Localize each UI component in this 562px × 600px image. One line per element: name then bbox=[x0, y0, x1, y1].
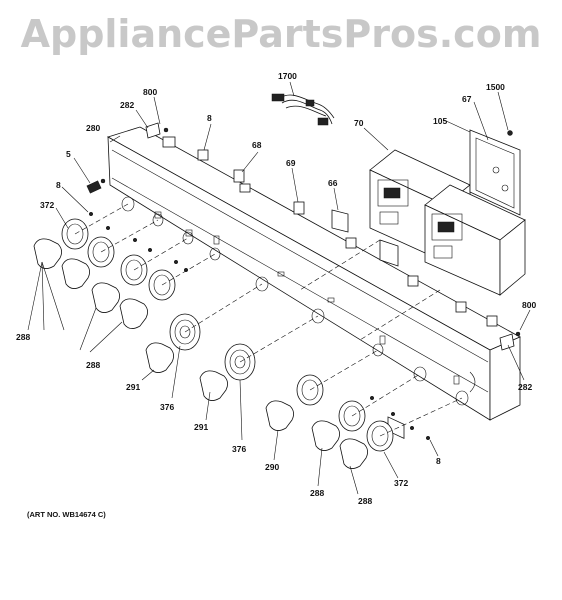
callout-372-right: 372 bbox=[394, 478, 408, 488]
callout-291-right: 291 bbox=[194, 422, 208, 432]
callout-8-left: 8 bbox=[56, 180, 61, 190]
callout-288-bottom-a: 288 bbox=[310, 488, 324, 498]
igniter-5[interactable] bbox=[86, 178, 106, 194]
watermark: AppliancePartsPros.com bbox=[20, 12, 542, 56]
screws-8[interactable] bbox=[88, 211, 431, 441]
callout-68: 68 bbox=[252, 140, 262, 150]
callout-288-left: 288 bbox=[16, 332, 30, 342]
callout-288-bottom-b: 288 bbox=[358, 496, 372, 506]
callout-290: 290 bbox=[265, 462, 279, 472]
leader-lines bbox=[27, 81, 531, 495]
callout-291-left: 291 bbox=[126, 382, 140, 392]
callout-8-top: 8 bbox=[207, 113, 212, 123]
bracket-282-right[interactable] bbox=[499, 331, 521, 351]
knob-290[interactable] bbox=[265, 400, 294, 431]
knobs-288-right[interactable] bbox=[311, 420, 368, 469]
callout-282-right: 282 bbox=[518, 382, 532, 392]
alignment-lines bbox=[74, 203, 463, 437]
callout-69: 69 bbox=[286, 158, 296, 168]
art-number: (ART NO. WB14674 C) bbox=[27, 510, 106, 519]
clip-69[interactable] bbox=[293, 201, 498, 327]
callout-288-mid: 288 bbox=[86, 360, 100, 370]
callout-800-right: 800 bbox=[522, 300, 536, 310]
callout-280: 280 bbox=[86, 123, 100, 133]
knobs-288-left[interactable] bbox=[33, 238, 148, 329]
control-board-70[interactable] bbox=[369, 149, 526, 439]
callout-105: 105 bbox=[433, 116, 447, 126]
callout-1700: 1700 bbox=[278, 71, 297, 81]
part-66[interactable] bbox=[331, 209, 399, 267]
knob-291-left[interactable] bbox=[145, 342, 174, 373]
callout-8-right: 8 bbox=[436, 456, 441, 466]
board-bracket-105[interactable] bbox=[469, 129, 521, 216]
wire-harness-1700[interactable] bbox=[271, 93, 335, 126]
bracket-282-top[interactable] bbox=[145, 122, 176, 148]
screw-1500[interactable] bbox=[507, 130, 513, 136]
callout-376-right: 376 bbox=[232, 444, 246, 454]
knob-291-right[interactable] bbox=[199, 370, 228, 401]
callout-labels: 800 282 280 5 8 8 372 288 288 68 1700 70… bbox=[16, 71, 536, 506]
callout-800-top: 800 bbox=[143, 87, 157, 97]
control-panel-280[interactable] bbox=[106, 126, 521, 421]
callout-376-left: 376 bbox=[160, 402, 174, 412]
callout-67: 67 bbox=[462, 94, 472, 104]
callout-372-left: 372 bbox=[40, 200, 54, 210]
callout-282-top: 282 bbox=[120, 100, 134, 110]
callout-1500: 1500 bbox=[486, 82, 505, 92]
clip-68[interactable] bbox=[197, 149, 251, 193]
callout-66: 66 bbox=[328, 178, 338, 188]
callout-5: 5 bbox=[66, 149, 71, 159]
callout-70: 70 bbox=[354, 118, 364, 128]
